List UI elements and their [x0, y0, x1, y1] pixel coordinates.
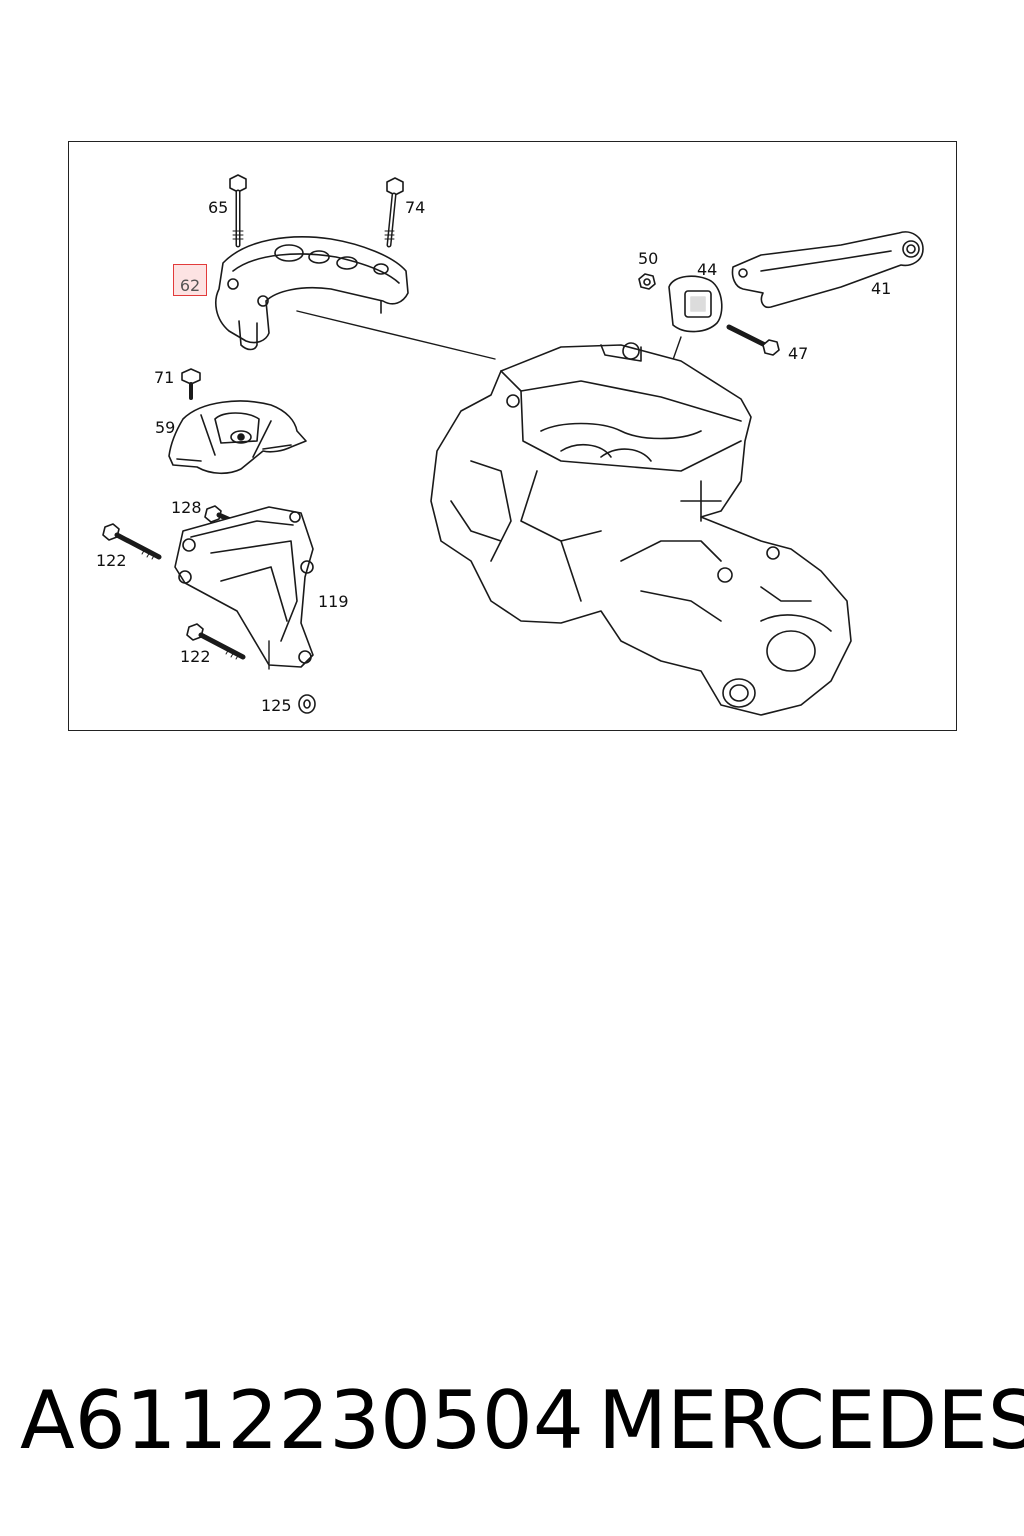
bracket-62-drawing: [215, 236, 409, 351]
bolt-65-drawing: [229, 174, 247, 248]
callout-122-upper[interactable]: 122: [96, 551, 127, 570]
callout-41[interactable]: 41: [871, 279, 892, 298]
engine-assembly-drawing: [430, 342, 852, 716]
bolt-122-upper-drawing: [102, 523, 162, 560]
callout-71[interactable]: 71: [154, 368, 175, 387]
callout-128[interactable]: 128: [171, 498, 202, 517]
bolt-74-drawing: [384, 177, 404, 248]
bolt-71-drawing: [181, 368, 201, 400]
mount-59-drawing: [168, 400, 307, 475]
bolt-122-lower-drawing: [186, 623, 246, 660]
bolt-47-drawing: [726, 324, 780, 356]
callout-44[interactable]: 44: [697, 260, 718, 279]
callout-59[interactable]: 59: [155, 418, 176, 437]
exploded-parts-diagram: [102, 174, 924, 716]
mount-44-drawing: [668, 275, 723, 372]
callout-65[interactable]: 65: [208, 198, 229, 217]
nut-50-drawing: [638, 273, 656, 290]
parts-diagram-frame: 62 65 74 71 59 128 122 119 122 125 50 44…: [68, 141, 957, 731]
torque-rod-41-drawing: [731, 231, 924, 309]
washer-125-drawing: [298, 694, 316, 714]
part-number-text: A6112230504: [20, 1374, 584, 1467]
callout-125[interactable]: 125: [261, 696, 292, 715]
brand-text: MERCEDES: [598, 1374, 1024, 1467]
callout-122-lower[interactable]: 122: [180, 647, 211, 666]
callout-47[interactable]: 47: [788, 344, 809, 363]
bracket-119-drawing: [174, 506, 314, 670]
callout-119[interactable]: 119: [318, 592, 349, 611]
callout-62[interactable]: 62: [173, 264, 207, 296]
callout-74[interactable]: 74: [405, 198, 426, 217]
callout-50[interactable]: 50: [638, 249, 659, 268]
